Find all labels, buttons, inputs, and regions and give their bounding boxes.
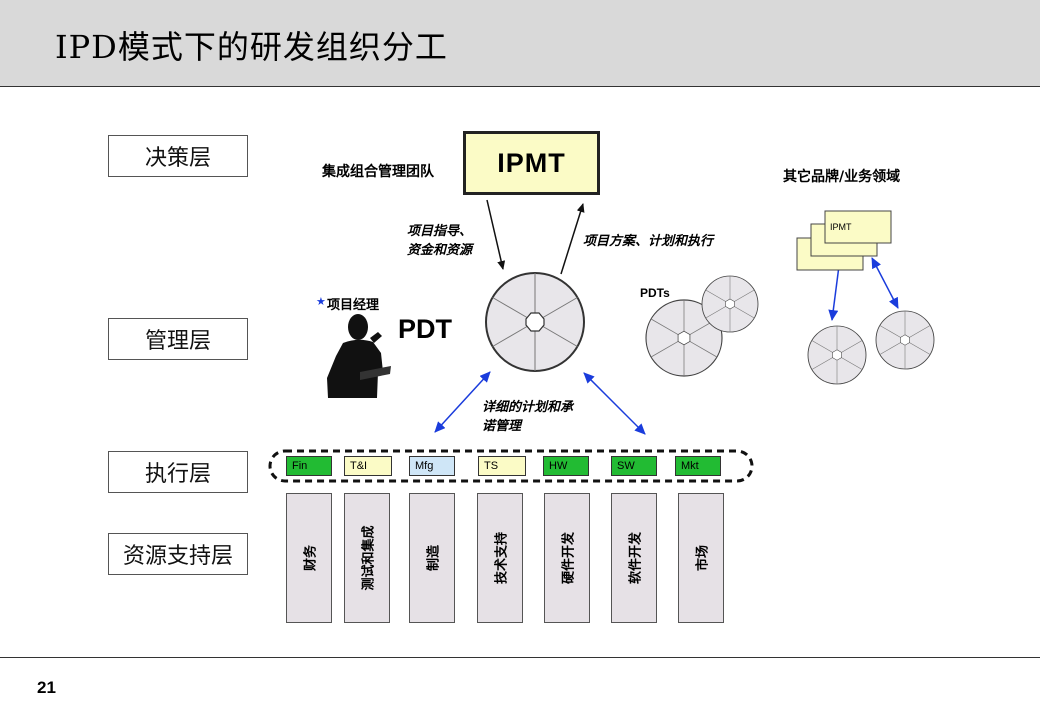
arrow-brand-right <box>871 257 899 309</box>
plan-label: 项目方案、计划和执行 <box>583 234 714 249</box>
brand-card-label: IPMT <box>830 222 852 232</box>
resource-column: 财务 <box>286 493 332 623</box>
footer-divider <box>0 657 1040 658</box>
detail-label: 详细的计划和承 诺管理 <box>482 400 574 434</box>
brand-wheel-1 <box>807 325 867 385</box>
pdts-label: PDTs <box>640 286 670 300</box>
brand-card-1 <box>824 210 892 244</box>
resource-label: 财务 <box>303 544 319 572</box>
function-tag-ti: T&I <box>344 456 392 476</box>
ipmt-team-label: 集成组合管理团队 <box>322 164 434 180</box>
function-tag-hw: HW <box>543 456 589 476</box>
function-tag-sw: SW <box>611 456 657 476</box>
arrow-plan <box>560 203 585 275</box>
resource-column: 市场 <box>678 493 724 623</box>
function-tag-mkt: Mkt <box>675 456 721 476</box>
resource-label: 软件开发 <box>628 531 644 585</box>
resource-label: 硬件开发 <box>561 531 577 585</box>
other-brands-label: 其它品牌/业务领域 <box>783 169 901 185</box>
header-bar: IPD模式下的研发组织分工 <box>0 0 1040 87</box>
arrow-guidance <box>486 199 506 270</box>
layer-decision: 决策层 <box>108 135 248 177</box>
resource-column: 制造 <box>409 493 455 623</box>
page-number: 21 <box>37 678 56 697</box>
layer-management: 管理层 <box>108 318 248 360</box>
pdts-wheel-2 <box>701 275 759 333</box>
manager-label: 项目经理 <box>327 298 380 313</box>
resource-column: 测试和集成 <box>344 493 390 623</box>
resource-label: 技术支持 <box>494 531 510 585</box>
layer-resource: 资源支持层 <box>108 533 248 575</box>
page-title: IPD模式下的研发组织分工 <box>55 28 448 66</box>
function-tag-ts: TS <box>478 456 526 476</box>
resource-label: 市场 <box>695 544 711 572</box>
function-tag-fin: Fin <box>286 456 332 476</box>
resource-column: 硬件开发 <box>544 493 590 623</box>
resource-column: 技术支持 <box>477 493 523 623</box>
guidance-label: 项目指导、 资金和资源 <box>407 224 473 258</box>
arrow-detail-left <box>434 371 491 433</box>
ipmt-box: IPMT <box>463 131 600 195</box>
resource-label: 测试和集成 <box>361 525 377 591</box>
function-tag-mfg: Mfg <box>409 456 455 476</box>
resource-column: 软件开发 <box>611 493 657 623</box>
pdt-label: PDT <box>398 314 452 344</box>
layer-execution: 执行层 <box>108 451 248 493</box>
star-icon: ★ <box>316 295 326 308</box>
pdt-wheel-main <box>485 272 585 372</box>
manager-silhouette <box>327 314 391 398</box>
arrow-detail-right <box>583 372 646 435</box>
execution-band <box>268 449 754 483</box>
brand-wheel-2 <box>875 310 935 370</box>
resource-label: 制造 <box>426 544 442 572</box>
